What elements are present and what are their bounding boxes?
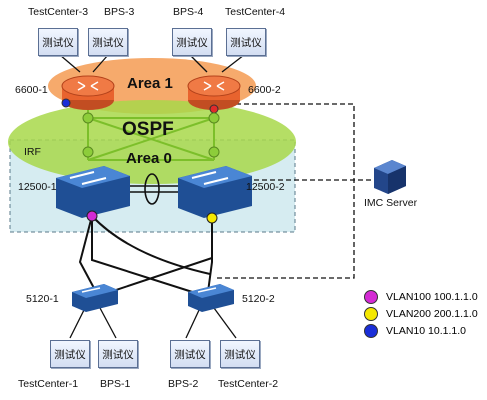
bottom-device-caption: BPS-2 (168, 378, 199, 390)
router-6600-2 (187, 75, 241, 110)
port-dot (209, 104, 219, 114)
tester-box: 测试仪 (38, 28, 78, 56)
ospf-nodes (82, 112, 220, 158)
tester-box: 测试仪 (220, 340, 260, 368)
switch-12500-2-label: 12500-2 (246, 181, 285, 193)
ospf-label: OSPF (122, 119, 174, 140)
vlan200-port-dot (206, 212, 218, 224)
imc-server-label: IMC Server (364, 197, 418, 209)
router-6600-2-label: 6600-2 (248, 84, 281, 96)
tester-box: 测试仪 (172, 28, 212, 56)
tester-box: 测试仪 (226, 28, 266, 56)
top-device-caption: TestCenter-3 (28, 6, 89, 18)
tester-box: 测试仪 (88, 28, 128, 56)
vlan100-port-dot (86, 210, 98, 222)
switch-5120-2-label: 5120-2 (242, 293, 275, 305)
switch-5120-1 (72, 284, 118, 312)
switch-5120-1-label: 5120-1 (26, 293, 59, 305)
bottom-device-caption: TestCenter-1 (18, 378, 79, 390)
switch-12500-1-label: 12500-1 (18, 181, 57, 193)
port-dot (61, 98, 71, 108)
tester-box: 测试仪 (170, 340, 210, 368)
area1-label: Area 1 (127, 75, 173, 92)
top-links (59, 54, 245, 73)
legend-label: VLAN10 10.1.1.0 (386, 325, 466, 337)
switch-5120-2 (188, 284, 234, 312)
tester-box: 测试仪 (50, 340, 90, 368)
top-device-caption: BPS-4 (173, 6, 204, 18)
access-links (78, 215, 213, 297)
legend-swatch (364, 290, 378, 304)
legend-label: VLAN200 200.1.1.0 (386, 308, 478, 320)
switch-12500-2 (178, 166, 252, 218)
top-device-caption: BPS-3 (104, 6, 135, 18)
bottom-device-caption: BPS-1 (100, 378, 131, 390)
switch-12500-1 (56, 166, 130, 218)
legend-swatch (364, 307, 378, 321)
imc-server-icon (374, 160, 406, 194)
top-device-caption: TestCenter-4 (225, 6, 286, 18)
router-6600-1-label: 6600-1 (15, 84, 48, 96)
legend-item: VLAN100 100.1.1.0 (364, 290, 478, 304)
router-6600-1 (61, 75, 115, 110)
server-links (215, 103, 372, 279)
area0-label: Area 0 (126, 150, 172, 167)
tester-box: 测试仪 (98, 340, 138, 368)
legend-swatch (364, 324, 378, 338)
bottom-links (69, 307, 237, 339)
legend-label: VLAN100 100.1.1.0 (386, 291, 478, 303)
legend-item: VLAN200 200.1.1.0 (364, 307, 478, 321)
area0-ellipse (8, 100, 296, 184)
legend-item: VLAN10 10.1.1.0 (364, 324, 466, 338)
irf-label: IRF (24, 146, 41, 158)
bottom-device-caption: TestCenter-2 (218, 378, 279, 390)
